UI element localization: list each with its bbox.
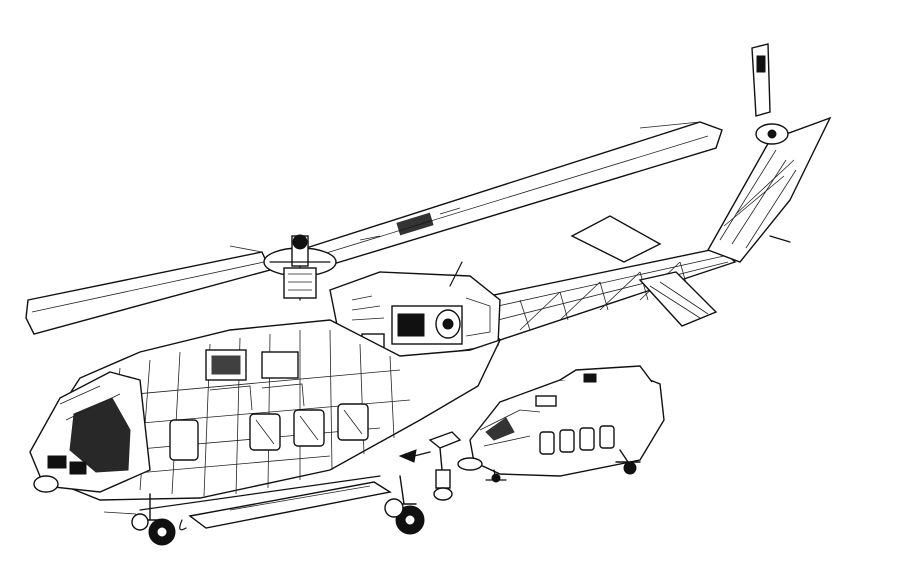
main-rotor-blade-right [298, 121, 723, 269]
cabin-seats [205, 349, 305, 411]
inset-helicopter [457, 365, 665, 483]
door-arrow [398, 449, 431, 463]
nose-wheel [103, 493, 176, 546]
cockpit-nose [29, 371, 151, 493]
engine-section [329, 261, 501, 363]
tail-rotor [751, 43, 789, 145]
rotor-hub [263, 234, 337, 301]
detached-wheel-assembly [428, 431, 462, 501]
landing-skid [139, 475, 392, 531]
main-rotor-blade-left [25, 245, 271, 335]
horizontal-stabilizer [570, 215, 718, 327]
tail-boom [468, 247, 737, 341]
tail-fin [706, 116, 832, 263]
cabin-windows [169, 403, 369, 461]
main-wheel [384, 475, 425, 535]
